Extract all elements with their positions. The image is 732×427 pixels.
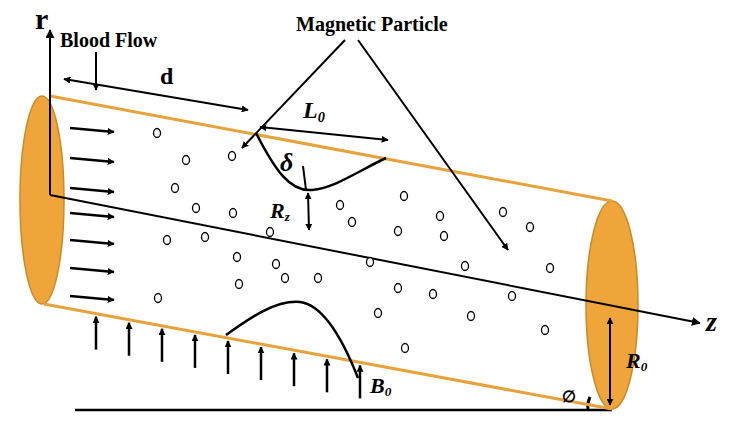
z-axis xyxy=(50,195,700,323)
flow-arrow xyxy=(70,158,114,162)
particle xyxy=(267,228,274,237)
particle xyxy=(527,223,534,232)
particle xyxy=(395,227,402,236)
particle xyxy=(172,184,179,193)
r0-dimension xyxy=(609,318,611,405)
particle xyxy=(547,264,554,273)
particle xyxy=(402,344,409,353)
field-arrow xyxy=(293,353,296,386)
particle xyxy=(155,294,162,303)
particle xyxy=(509,292,516,301)
field-label: B0 xyxy=(370,375,391,399)
field-arrow xyxy=(260,347,263,380)
particle xyxy=(542,326,549,335)
field-arrow xyxy=(95,317,98,350)
dimension-label: δ xyxy=(280,150,293,176)
flow-arrow xyxy=(70,268,114,272)
ground-line xyxy=(75,409,612,412)
flow-arrows xyxy=(70,128,114,300)
particle xyxy=(154,129,161,138)
particle xyxy=(375,309,382,318)
particle xyxy=(441,232,448,241)
particle xyxy=(500,208,507,217)
particle xyxy=(164,236,171,245)
magnetic-field-arrows xyxy=(96,317,360,399)
particle xyxy=(234,253,241,262)
particle xyxy=(315,274,322,283)
part-label: Magnetic Particle xyxy=(296,14,448,34)
delta-line xyxy=(303,166,306,190)
flow-label: Blood Flow xyxy=(60,30,157,50)
inlet-cross-section xyxy=(20,96,64,304)
dimension-label: L0 xyxy=(303,98,325,124)
dimension-label: Rz xyxy=(270,200,290,224)
d-dimension xyxy=(64,79,248,110)
field-arrow xyxy=(128,323,131,356)
particle xyxy=(282,274,289,283)
flow-arrow xyxy=(70,128,114,132)
dimension-label: R0 xyxy=(626,350,647,374)
flow-arrow xyxy=(70,213,114,217)
flow-arrow xyxy=(70,188,114,192)
particle xyxy=(349,218,356,227)
particle xyxy=(193,204,200,213)
particle xyxy=(462,262,469,271)
particle xyxy=(437,212,444,221)
flow-pointer xyxy=(95,52,97,90)
particle xyxy=(395,284,402,293)
particle xyxy=(468,312,475,321)
particle xyxy=(229,152,236,161)
field-arrow xyxy=(359,365,362,398)
particle xyxy=(202,233,209,242)
axis-label: r xyxy=(35,4,48,34)
field-arrow xyxy=(161,329,164,362)
field-arrow xyxy=(326,359,329,392)
dimension-label: d xyxy=(160,64,173,88)
particle xyxy=(183,156,190,165)
particle xyxy=(230,209,237,218)
r-axis xyxy=(49,30,51,195)
upper-stenosis xyxy=(256,133,386,190)
particle xyxy=(273,260,280,269)
leader-line xyxy=(358,40,508,250)
field-arrow xyxy=(227,341,230,374)
rz-dimension xyxy=(308,193,309,230)
particle xyxy=(367,258,374,267)
field-arrow xyxy=(194,335,197,368)
length-dimension xyxy=(260,127,388,140)
magnetic-particles xyxy=(154,129,554,353)
flow-arrow xyxy=(70,296,114,300)
upper-wall xyxy=(50,96,612,201)
axis-label: z xyxy=(706,308,717,336)
particle xyxy=(337,201,344,210)
particle xyxy=(236,280,243,289)
lower-stenosis xyxy=(226,302,358,378)
particle xyxy=(401,192,408,201)
leader-line xyxy=(242,40,345,148)
angle-label: ∅ xyxy=(562,389,576,405)
particle xyxy=(430,290,437,299)
flow-arrow xyxy=(70,240,114,244)
